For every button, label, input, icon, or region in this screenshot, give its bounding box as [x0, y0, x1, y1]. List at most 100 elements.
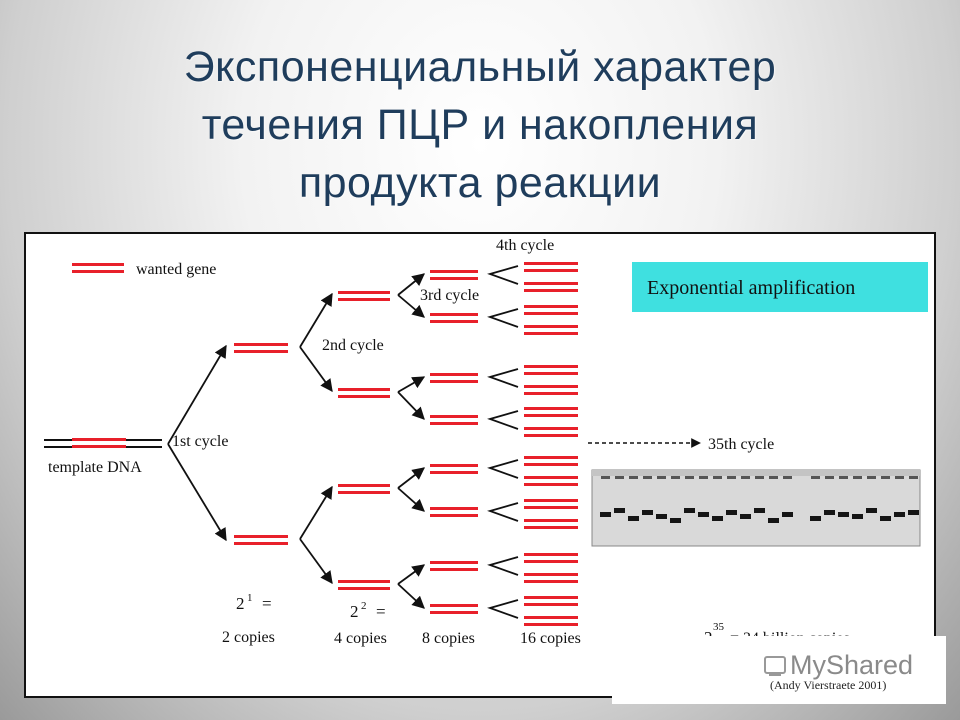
gel-well	[685, 476, 694, 479]
gel-well	[755, 476, 764, 479]
template-label: template DNA	[48, 459, 142, 476]
cycle-4-copy	[524, 553, 578, 563]
gel-well	[643, 476, 652, 479]
cycle-4-copy	[524, 456, 578, 466]
branch-cycle-3	[397, 487, 425, 512]
cycle-1-label: 1st cycle	[172, 433, 228, 450]
c3-count: 8 copies	[422, 630, 475, 647]
gel-band	[670, 518, 681, 523]
cycle-3-copy	[430, 373, 478, 383]
title-line-3: продукта реакции	[298, 159, 662, 207]
branch-cycle-2	[299, 292, 333, 348]
c1-count: 2 copies	[222, 629, 275, 646]
branch-cycle-2	[299, 346, 333, 393]
title-line-1: Экспоненциальный характер	[183, 43, 777, 91]
branch-cycle-3	[397, 376, 426, 393]
branches	[299, 265, 519, 619]
gel-well	[727, 476, 736, 479]
watermark-text: MyShared	[790, 650, 914, 680]
gel-band	[712, 516, 723, 521]
branch-cycle-4	[487, 599, 519, 619]
gel-band	[908, 510, 919, 515]
cycle-1-copy	[234, 343, 288, 353]
gel-band	[810, 516, 821, 521]
gel-well	[671, 476, 680, 479]
branch-cycle-2	[299, 485, 333, 540]
cycle-3-copy	[430, 604, 478, 614]
gel-band	[614, 508, 625, 513]
gel-band	[726, 510, 737, 515]
exponential-box	[632, 262, 928, 312]
branch-cycle-4	[487, 459, 519, 479]
gel-well	[909, 476, 918, 479]
cycle-2-copy	[338, 580, 390, 590]
gel-band	[628, 516, 639, 521]
branch-cycle-4	[487, 556, 519, 576]
gel-band	[642, 510, 653, 515]
branch-cycle-4	[487, 265, 519, 285]
gel-well	[601, 476, 610, 479]
cycle-4-copy	[524, 427, 578, 437]
branch-cycle-4	[487, 410, 519, 430]
gel-band	[838, 512, 849, 517]
c2-base: 2	[350, 602, 359, 621]
cycle-3-copy	[430, 415, 478, 425]
cycle-3-label: 3rd cycle	[420, 287, 479, 304]
c1-exp: 1	[247, 592, 253, 604]
gel-well	[867, 476, 876, 479]
c4-count: 16 copies	[520, 630, 581, 647]
gel-band	[782, 512, 793, 517]
slide-title: Экспоненциальный характер течения ПЦР и …	[0, 38, 960, 212]
legend-label: wanted gene	[136, 261, 216, 278]
branch-cycle-4	[487, 502, 519, 522]
branch-cycle-1	[167, 344, 227, 542]
cycle-2-label: 2nd cycle	[322, 337, 384, 354]
gel-well	[895, 476, 904, 479]
cycle-4-label: 4th cycle	[496, 237, 554, 254]
credit-text: (Andy Vierstraete 2001)	[770, 678, 887, 692]
cycle-35-label: 35th cycle	[708, 436, 774, 453]
gel-well	[881, 476, 890, 479]
cycle-4-copy	[524, 616, 578, 626]
gel-well	[853, 476, 862, 479]
c35-exp: 35	[713, 621, 725, 633]
cycle-4-copy	[524, 282, 578, 292]
gel-well	[839, 476, 848, 479]
gel-band	[740, 514, 751, 519]
gel-well	[657, 476, 666, 479]
cycle-4-copy	[524, 519, 578, 529]
gel-well	[769, 476, 778, 479]
gel-well	[615, 476, 624, 479]
c2-count: 4 copies	[334, 630, 387, 647]
gel-well	[713, 476, 722, 479]
branch-cycle-3	[397, 391, 425, 420]
cycle-3-copy	[430, 270, 478, 280]
exponential-label: Exponential amplification	[647, 277, 855, 299]
gel-band	[600, 512, 611, 517]
gel-band	[866, 508, 877, 513]
branch-cycle-4	[487, 308, 519, 328]
cycle-4-copy	[524, 305, 578, 315]
branch-cycle-3	[397, 273, 425, 296]
cycle-2-copy	[338, 291, 390, 301]
gel-well	[741, 476, 750, 479]
gel-electrophoresis-image	[591, 469, 921, 547]
cycle-4-copy	[524, 476, 578, 486]
gel-band	[880, 516, 891, 521]
gel-band	[852, 514, 863, 519]
cycle-2-copy	[338, 388, 390, 398]
legend-wanted-gene: wanted gene	[72, 261, 216, 278]
cycle-3-copy	[430, 561, 478, 571]
c2-exp: 2	[361, 600, 367, 612]
cycle-4-copy	[524, 385, 578, 395]
cycle-4-copy	[524, 262, 578, 272]
c1-base: 2	[236, 594, 245, 613]
cycle-4-copy	[524, 596, 578, 606]
c2-eq: =	[376, 602, 386, 621]
c1-eq: =	[262, 594, 272, 613]
branch-cycle-2	[299, 538, 333, 585]
template-dna: template DNA	[44, 438, 162, 476]
gel-well	[811, 476, 820, 479]
branch-cycle-3	[397, 583, 425, 609]
